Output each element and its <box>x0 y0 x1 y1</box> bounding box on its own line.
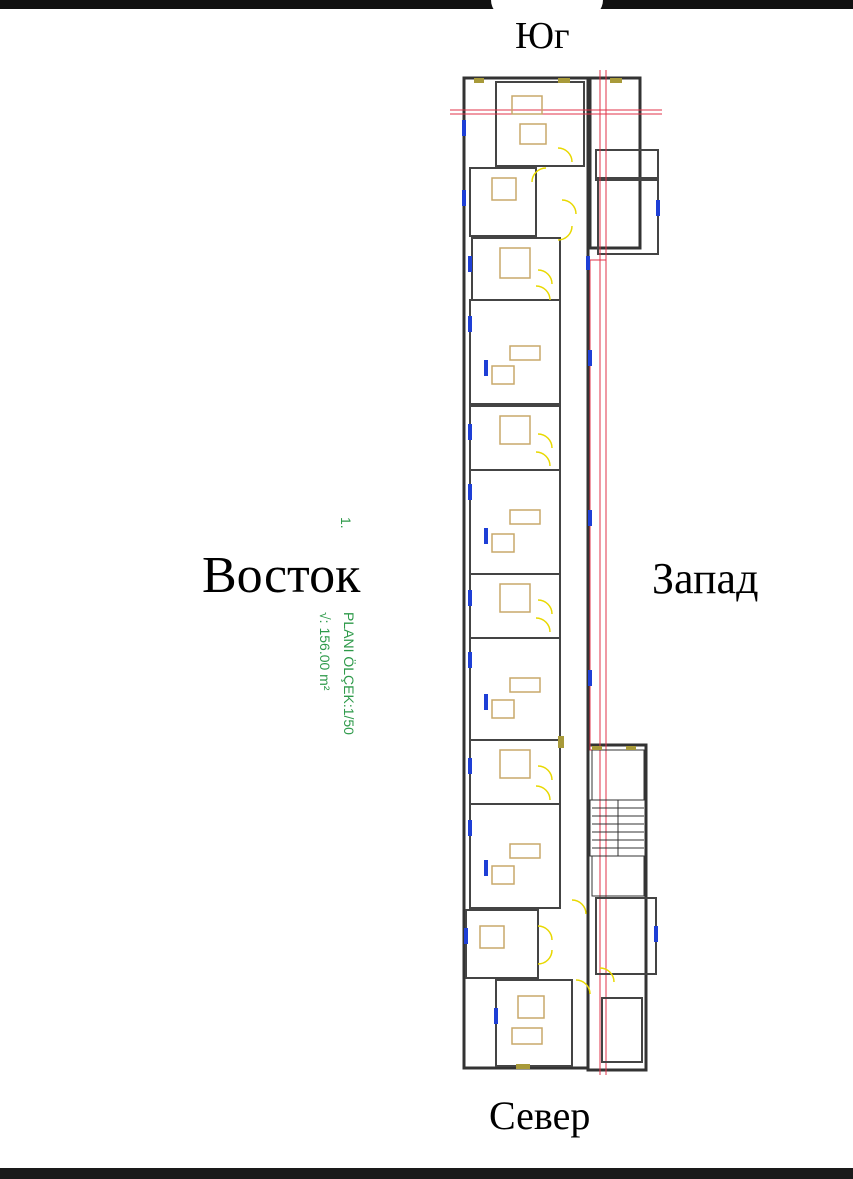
bottom-edge-bar <box>0 1168 853 1179</box>
furniture <box>479 95 547 1045</box>
compass-south-label: Юг <box>515 15 570 57</box>
doors <box>531 147 615 995</box>
plan-number: 1. <box>338 517 354 529</box>
top-rooms <box>469 81 659 255</box>
wall-hatch <box>474 78 636 1069</box>
compass-north-label: Север <box>489 1093 591 1138</box>
top-edge-bar <box>0 0 853 9</box>
plan-area: √: 156.00 m² <box>317 612 333 691</box>
apartment-units <box>465 237 657 1067</box>
top-notch <box>491 0 603 18</box>
floor-plan-drawing <box>450 70 662 1075</box>
staircase <box>589 749 647 897</box>
plan-title: PLANI ÖLÇEK:1/50 <box>341 612 357 735</box>
compass-east-label: Восток <box>202 547 361 604</box>
axis-lines <box>450 70 662 1075</box>
compass-west-label: Запад <box>652 554 759 603</box>
windows <box>462 120 660 1024</box>
